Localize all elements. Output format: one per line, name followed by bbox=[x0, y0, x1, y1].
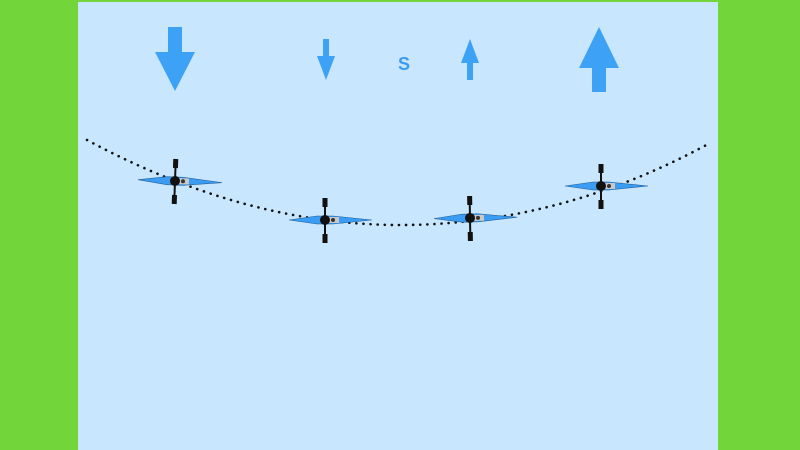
left-border bbox=[0, 0, 78, 450]
kayak-2 bbox=[288, 198, 373, 243]
kayak-4 bbox=[564, 164, 649, 209]
kayak-3 bbox=[433, 195, 518, 242]
kayak-1 bbox=[137, 158, 223, 205]
arrow-down-small-icon bbox=[317, 39, 335, 80]
center-label: S bbox=[398, 54, 411, 74]
arrow-up-large-icon bbox=[579, 27, 619, 92]
water-area bbox=[78, 2, 718, 450]
right-border bbox=[718, 0, 800, 450]
arrow-down-large-icon bbox=[155, 27, 195, 91]
arrow-up-small-icon bbox=[461, 39, 479, 80]
